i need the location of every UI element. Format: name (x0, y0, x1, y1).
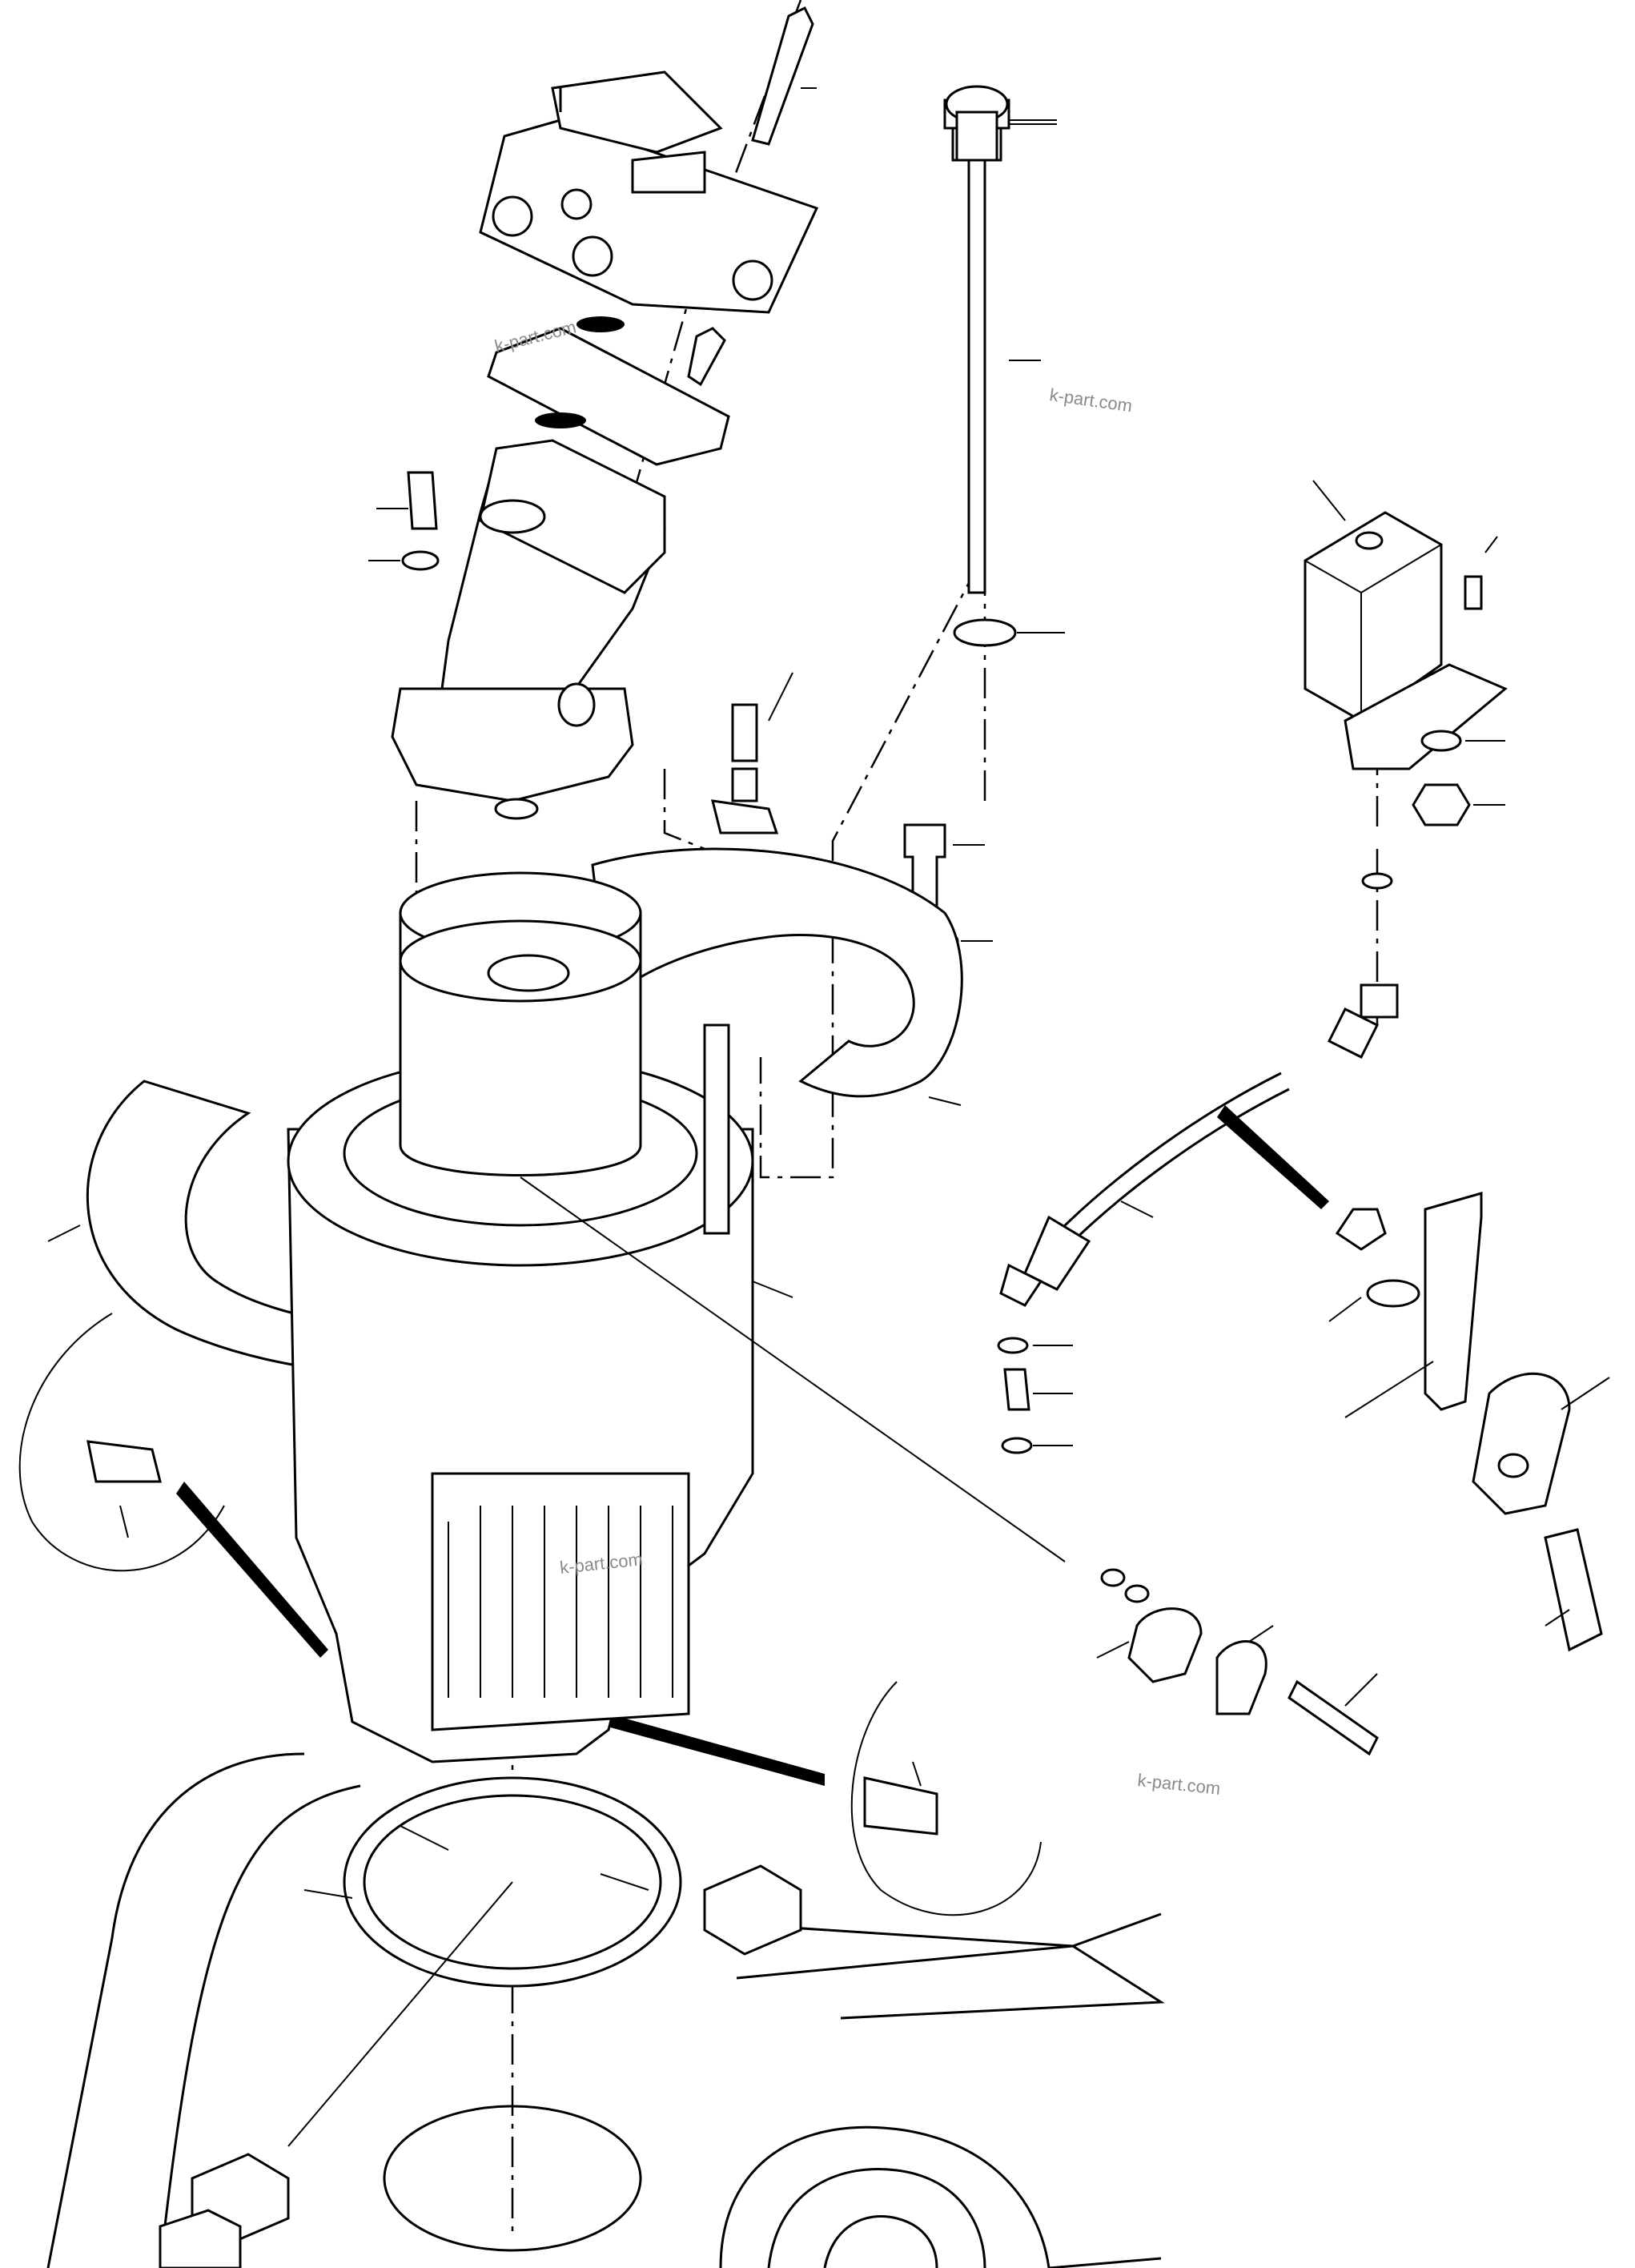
adapter-plate (487, 327, 730, 466)
control-box-washers (1412, 730, 1505, 826)
watermark-text-2: k-part.com (1048, 384, 1133, 416)
top-bolt (751, 6, 817, 146)
watermark-text-4: k-part.com (1136, 1770, 1221, 1799)
bracket-detail (1328, 1192, 1610, 1652)
hydraulic-motor (391, 439, 666, 820)
gearbox-housing (287, 871, 1066, 1763)
cap-knob (945, 85, 1057, 162)
machine-frame (46, 1752, 1165, 2268)
hose-assembly (997, 872, 1399, 1454)
valve-block (479, 70, 819, 332)
bearing-ring (303, 1776, 682, 1988)
long-bolt (943, 94, 1065, 647)
pointer-triangles (176, 1105, 1329, 1786)
tee-fitting (711, 672, 793, 834)
clamp-fittings (1096, 1568, 1379, 1756)
control-box (1304, 480, 1508, 770)
gasket-right (591, 847, 963, 1106)
small-bolt-left (368, 471, 440, 571)
detail-circles (18, 1313, 1042, 1916)
